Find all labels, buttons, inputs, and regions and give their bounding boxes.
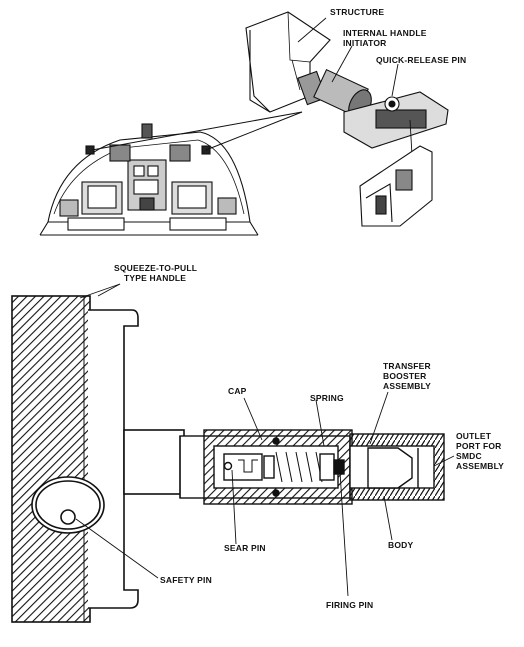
outlet-port-line-3: SMDC — [456, 451, 482, 461]
squeeze-to-pull-line-2: TYPE HANDLE — [124, 273, 187, 283]
internal-handle-initiator-line-2: INITIATOR — [343, 38, 387, 48]
spring-label: SPRING — [310, 393, 344, 403]
handle-inset-illustration — [359, 145, 433, 227]
structure-label: STRUCTURE — [330, 7, 385, 17]
quick-release-pin-label: QUICK-RELEASE PIN — [376, 55, 467, 65]
outlet-port-line-2: PORT FOR — [456, 441, 502, 451]
transfer-booster-assembly-label: TRANSFER BOOSTER ASSEMBLY — [383, 361, 431, 391]
transfer-booster-line-3: ASSEMBLY — [383, 381, 432, 391]
cap-label: CAP — [228, 386, 247, 396]
transfer-booster-line-2: BOOSTER — [383, 371, 427, 381]
initiator-body-section — [179, 429, 445, 505]
sear-pin-label: SEAR PIN — [224, 543, 266, 553]
outlet-port-line-4: ASSEMBLY — [456, 461, 505, 471]
body-label: BODY — [388, 540, 414, 550]
internal-handle-initiator-line-1: INTERNAL HANDLE — [343, 28, 427, 38]
structure-illustration — [245, 11, 331, 113]
squeeze-to-pull-label: SQUEEZE-TO-PULL TYPE HANDLE — [114, 263, 197, 283]
outlet-port-line-1: OUTLET — [456, 431, 492, 441]
initiator-illustration — [313, 68, 449, 163]
leader-lines — [75, 17, 455, 597]
safety-pin-label: SAFETY PIN — [160, 575, 212, 585]
cockpit-illustration — [39, 111, 303, 236]
squeeze-to-pull-line-1: SQUEEZE-TO-PULL — [114, 263, 198, 273]
outlet-port-label: OUTLET PORT FOR SMDC ASSEMBLY — [456, 431, 504, 471]
firing-pin-label: FIRING PIN — [326, 600, 374, 610]
internal-handle-initiator-label: INTERNAL HANDLE INITIATOR — [343, 28, 427, 48]
transfer-booster-line-1: TRANSFER — [383, 361, 431, 371]
squeeze-handle — [11, 295, 185, 623]
safety-pin-ring — [31, 476, 105, 534]
